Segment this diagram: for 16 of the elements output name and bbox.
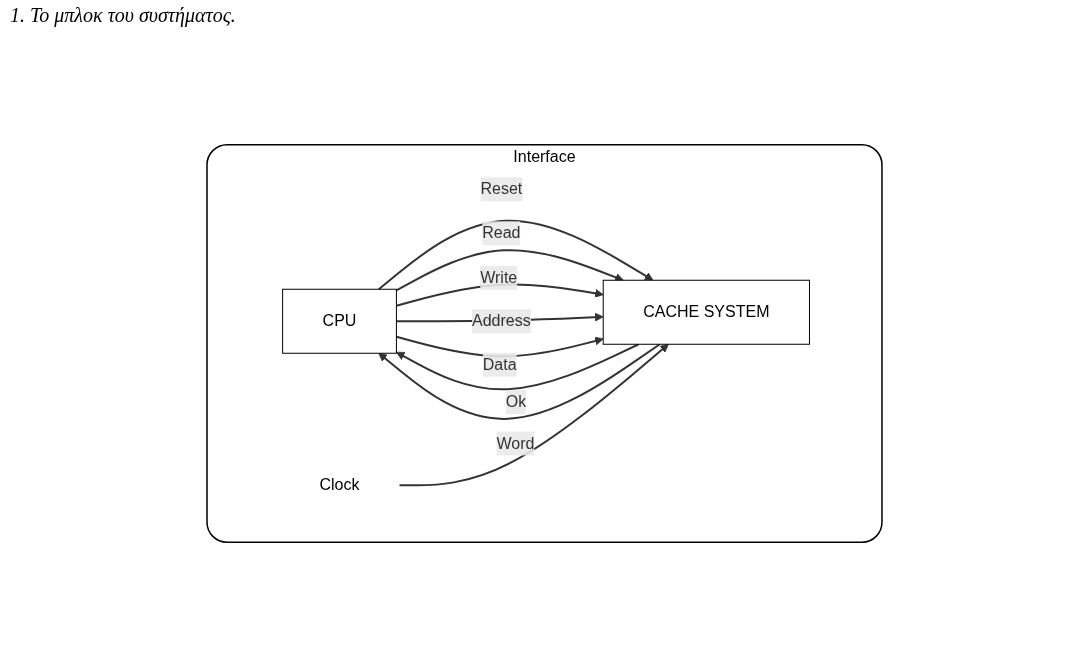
arrow <box>377 343 661 420</box>
edge-label: Write <box>479 268 517 286</box>
edge-label: Ok <box>505 393 526 411</box>
title: 1. Το μπλοκ του συστήματος. <box>9 3 237 29</box>
edge-label: Reset <box>479 180 522 198</box>
arrow <box>395 343 640 391</box>
arrow <box>398 343 669 487</box>
edge-label: Read <box>481 224 521 242</box>
node-text: Clock <box>319 476 360 494</box>
edge-label: Data <box>482 355 517 373</box>
node-box: CACHE SYSTEM <box>602 279 810 345</box>
edge-label: Address <box>471 312 531 330</box>
edge-label: Word <box>495 434 534 452</box>
arrow <box>394 249 624 292</box>
arrow <box>377 219 653 291</box>
node-box: CPU <box>281 288 397 354</box>
